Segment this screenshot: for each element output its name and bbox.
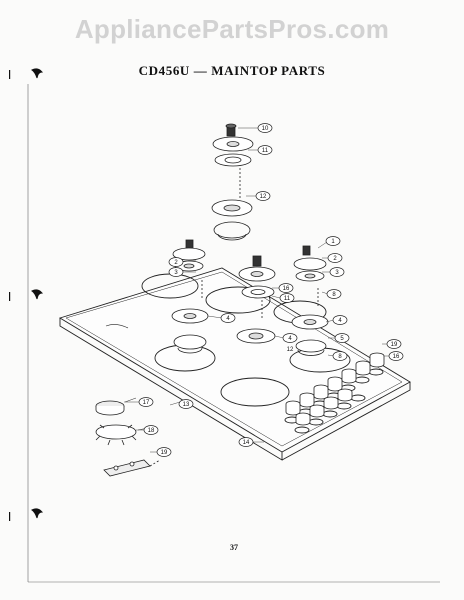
callout-1: 1 — [325, 236, 341, 246]
burner-stack-right — [291, 245, 329, 356]
burner-stack-center — [236, 255, 276, 344]
svg-text:4: 4 — [226, 316, 230, 322]
callout-14: 14 — [238, 437, 254, 447]
svg-text:16: 16 — [393, 354, 400, 360]
loose-parts — [95, 397, 161, 477]
control-knobs — [285, 352, 385, 426]
svg-text:4: 4 — [288, 336, 292, 342]
callout-10: 10 — [257, 123, 273, 133]
svg-text:5: 5 — [340, 336, 344, 342]
callout-18: 18 — [143, 425, 159, 435]
callout-11-center: 11 — [279, 293, 295, 303]
callout-4-left: 4 — [220, 313, 236, 323]
callout-4-right: 4 — [332, 315, 348, 325]
callout-19-lower: 19 — [156, 447, 172, 457]
watermark: AppliancePartsPros.com — [74, 14, 390, 44]
svg-text:14: 14 — [243, 440, 250, 446]
callout-3: 3 — [329, 267, 345, 277]
page-title: CD456U — MAINTOP PARTS — [138, 63, 326, 78]
binder-marks — [9, 68, 440, 583]
svg-text:10: 10 — [262, 126, 269, 132]
burner-stack-left — [171, 239, 209, 354]
callout-12: 12 — [255, 191, 271, 201]
callout-16: 16 — [278, 283, 294, 293]
callout-3-left: 3 — [168, 267, 184, 277]
svg-text:11: 11 — [262, 148, 269, 154]
svg-text:2: 2 — [333, 256, 337, 262]
svg-text:3: 3 — [335, 270, 339, 276]
svg-text:12: 12 — [260, 194, 267, 200]
svg-text:19: 19 — [161, 450, 168, 456]
callout-19: 19 — [386, 339, 402, 349]
svg-text:8: 8 — [332, 292, 336, 298]
svg-text:3: 3 — [174, 270, 178, 276]
callout-12-center: 12 — [287, 347, 294, 353]
callout-4-center: 4 — [282, 333, 298, 343]
callout-2: 2 — [327, 253, 343, 263]
callout-2-left: 2 — [168, 257, 184, 267]
svg-text:8: 8 — [338, 354, 342, 360]
callout-labels: 10 11 12 1 2 3 8 2 3 16 11 4 4 4 12 5 8 … — [138, 123, 404, 457]
burner-stack-top — [211, 123, 254, 241]
callout-13: 13 — [178, 399, 194, 409]
svg-text:4: 4 — [338, 318, 342, 324]
callout-8-right: 8 — [332, 351, 348, 361]
svg-text:11: 11 — [284, 296, 291, 302]
svg-text:12: 12 — [287, 347, 294, 353]
svg-text:18: 18 — [148, 428, 155, 434]
callout-17: 17 — [138, 397, 154, 407]
callout-16-right: 16 — [388, 351, 404, 361]
callout-8: 8 — [326, 289, 342, 299]
page-number: 37 — [230, 543, 238, 552]
svg-text:13: 13 — [183, 402, 190, 408]
svg-text:2: 2 — [174, 260, 178, 266]
svg-text:16: 16 — [283, 286, 290, 292]
callout-5: 5 — [334, 333, 350, 343]
svg-text:1: 1 — [331, 239, 335, 245]
svg-text:19: 19 — [391, 342, 398, 348]
callout-11: 11 — [257, 145, 273, 155]
svg-text:17: 17 — [143, 400, 150, 406]
